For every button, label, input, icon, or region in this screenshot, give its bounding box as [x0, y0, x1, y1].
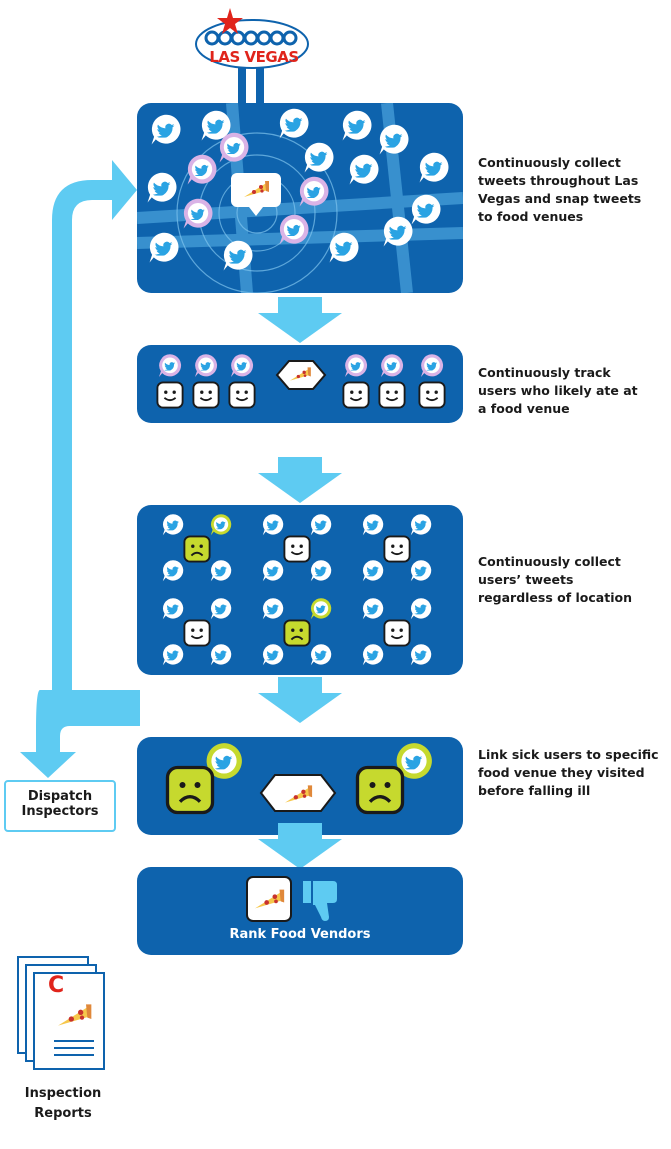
caption-step-2: Continuously track users who likely ate …: [478, 365, 638, 416]
flow-arrow-1: [258, 297, 342, 343]
feedback-loop-arrow: [52, 160, 137, 720]
caption-step-1: Continuously collect tweets throughout L…: [478, 155, 642, 224]
inspection-reports-label: Inspection Reports: [24, 1086, 102, 1121]
flow-arrow-4: [258, 823, 342, 869]
inspection-reports-icon: C: [14, 955, 114, 1075]
rank-return-arrow: [20, 690, 140, 778]
panel-collect-user-tweets: [137, 505, 463, 675]
panel-track-users: [137, 345, 463, 423]
rank-label: Rank Food Vendors: [229, 927, 371, 942]
dispatch-inspectors-box: Dispatch Inspectors: [4, 780, 116, 832]
flow-arrow-2: [258, 457, 342, 503]
panel-collect-tweets: [137, 103, 463, 293]
panel-rank-vendors: Rank Food Vendors: [137, 867, 463, 955]
panel-link-sick-users: [137, 737, 463, 835]
sign-text: LAS VEGAS: [209, 48, 299, 66]
las-vegas-sign: LAS VEGAS: [194, 4, 314, 104]
grade-letter: C: [48, 973, 65, 998]
tweet-bubble-icon: [152, 115, 181, 145]
caption-step-4: Link sick users to specific food venue t…: [478, 747, 659, 798]
caption-step-3: Continuously collect users’ tweets regar…: [478, 554, 632, 605]
flow-arrow-3: [258, 677, 342, 723]
thumbs-down-icon: [303, 881, 337, 921]
